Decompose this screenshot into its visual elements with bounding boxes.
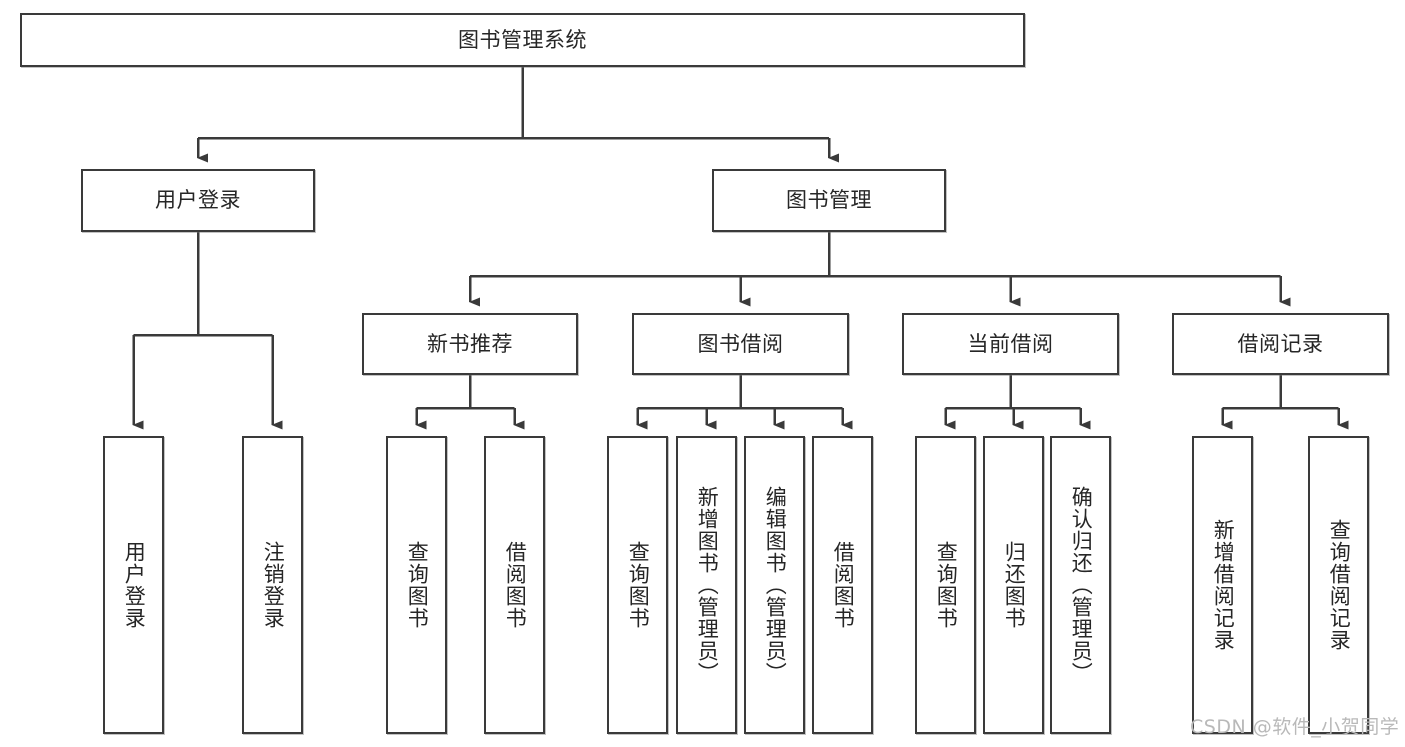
node-leaf-user-login[interactable]: 用户登录 — [103, 436, 164, 734]
node-leaf-edit-book-label: 编辑图书（管理员） — [763, 486, 788, 684]
watermark: CSDN @软件_小贺同学 — [1190, 716, 1400, 738]
node-leaf-query-book-2[interactable]: 查询图书 — [607, 436, 668, 734]
node-leaf-return-book-label: 归还图书 — [1002, 541, 1027, 629]
node-leaf-add-borrow-record[interactable]: 新增借阅记录 — [1192, 436, 1253, 734]
node-user-login-label: 用户登录 — [155, 188, 241, 213]
node-borrow-record[interactable]: 借阅记录 — [1172, 313, 1389, 375]
node-leaf-query-book-3[interactable]: 查询图书 — [915, 436, 976, 734]
node-new-book-recommend[interactable]: 新书推荐 — [362, 313, 578, 375]
node-root[interactable]: 图书管理系统 — [20, 13, 1025, 67]
node-book-manage-label: 图书管理 — [786, 188, 872, 213]
node-leaf-add-book[interactable]: 新增图书（管理员） — [676, 436, 737, 734]
node-book-borrow-label: 图书借阅 — [697, 331, 784, 356]
node-current-borrow-label: 当前借阅 — [967, 331, 1054, 356]
node-leaf-query-book-2-label: 查询图书 — [626, 541, 651, 629]
node-root-label: 图书管理系统 — [458, 27, 587, 52]
node-leaf-user-logout[interactable]: 注销登录 — [242, 436, 303, 734]
node-leaf-edit-book[interactable]: 编辑图书（管理员） — [744, 436, 805, 734]
node-leaf-query-book-1-label: 查询图书 — [405, 541, 430, 629]
node-leaf-query-book-3-label: 查询图书 — [934, 541, 959, 629]
node-leaf-borrow-book-2[interactable]: 借阅图书 — [812, 436, 873, 734]
node-current-borrow[interactable]: 当前借阅 — [902, 313, 1119, 375]
node-leaf-borrow-book-1-label: 借阅图书 — [503, 541, 528, 629]
node-leaf-query-borrow-record-label: 查询借阅记录 — [1327, 519, 1352, 651]
node-leaf-user-logout-label: 注销登录 — [261, 541, 286, 629]
node-user-login[interactable]: 用户登录 — [81, 169, 315, 232]
node-borrow-record-label: 借阅记录 — [1237, 331, 1324, 356]
node-leaf-return-book[interactable]: 归还图书 — [983, 436, 1044, 734]
node-leaf-confirm-return-label: 确认归还（管理员） — [1069, 486, 1094, 684]
node-leaf-add-book-label: 新增图书（管理员） — [695, 486, 720, 684]
node-leaf-borrow-book-1[interactable]: 借阅图书 — [484, 436, 545, 734]
node-leaf-borrow-book-2-label: 借阅图书 — [831, 541, 856, 629]
node-leaf-confirm-return[interactable]: 确认归还（管理员） — [1050, 436, 1111, 734]
node-book-manage[interactable]: 图书管理 — [712, 169, 946, 232]
node-new-book-recommend-label: 新书推荐 — [427, 331, 513, 356]
node-book-borrow[interactable]: 图书借阅 — [632, 313, 849, 375]
node-leaf-query-borrow-record[interactable]: 查询借阅记录 — [1308, 436, 1369, 734]
node-leaf-query-book-1[interactable]: 查询图书 — [386, 436, 447, 734]
node-leaf-user-login-label: 用户登录 — [122, 541, 147, 629]
node-leaf-add-borrow-record-label: 新增借阅记录 — [1211, 519, 1236, 651]
